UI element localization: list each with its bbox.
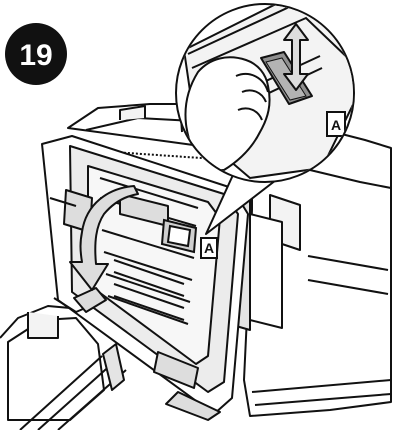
door-label-a-text: A (204, 240, 214, 256)
door-arrow (69, 185, 139, 291)
callout-label-a-text: A (331, 117, 341, 133)
step-badge: 19 (5, 23, 67, 85)
door-latch-handle[interactable] (160, 218, 198, 254)
zoom-callout: A (175, 3, 355, 183)
up-down-arrow-icon (283, 23, 309, 91)
hand-icon (184, 56, 271, 171)
step-number-badge-circle (5, 23, 67, 85)
open-door-panel (41, 135, 249, 421)
curved-down-arrow-icon (69, 185, 139, 291)
step-number: 19 (19, 39, 52, 72)
printer-base-left (0, 305, 127, 430)
door-label-a: A (200, 237, 218, 259)
